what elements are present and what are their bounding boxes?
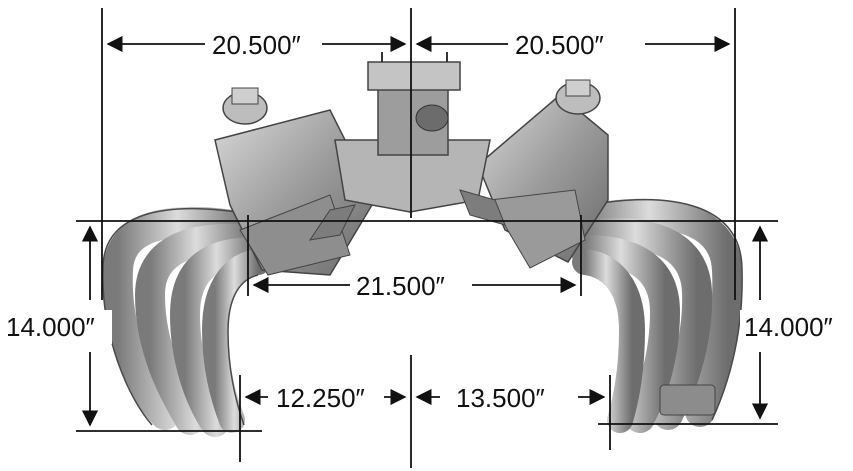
right-header-pipe-outline <box>587 199 743 421</box>
label-left-height: 14.000″ <box>6 312 95 342</box>
label-right-offset: 13.500″ <box>456 383 545 413</box>
intake-manifold <box>308 52 506 241</box>
label-left-offset: 12.250″ <box>276 383 365 413</box>
dimension-lines <box>76 8 778 468</box>
label-flange-span: 21.500″ <box>356 271 445 301</box>
left-header-pipe-outline <box>102 207 259 426</box>
left-header-pipes <box>102 206 271 437</box>
engine-illustration <box>102 52 743 437</box>
label-right-height: 14.000″ <box>744 312 833 342</box>
right-collector-bracket <box>659 384 716 416</box>
dimension-labels: 20.500″ 20.500″ 21.500″ 14.000″ 14.000″ … <box>0 28 853 413</box>
label-top-left-width: 20.500″ <box>212 30 301 60</box>
label-top-right-width: 20.500″ <box>515 30 604 60</box>
